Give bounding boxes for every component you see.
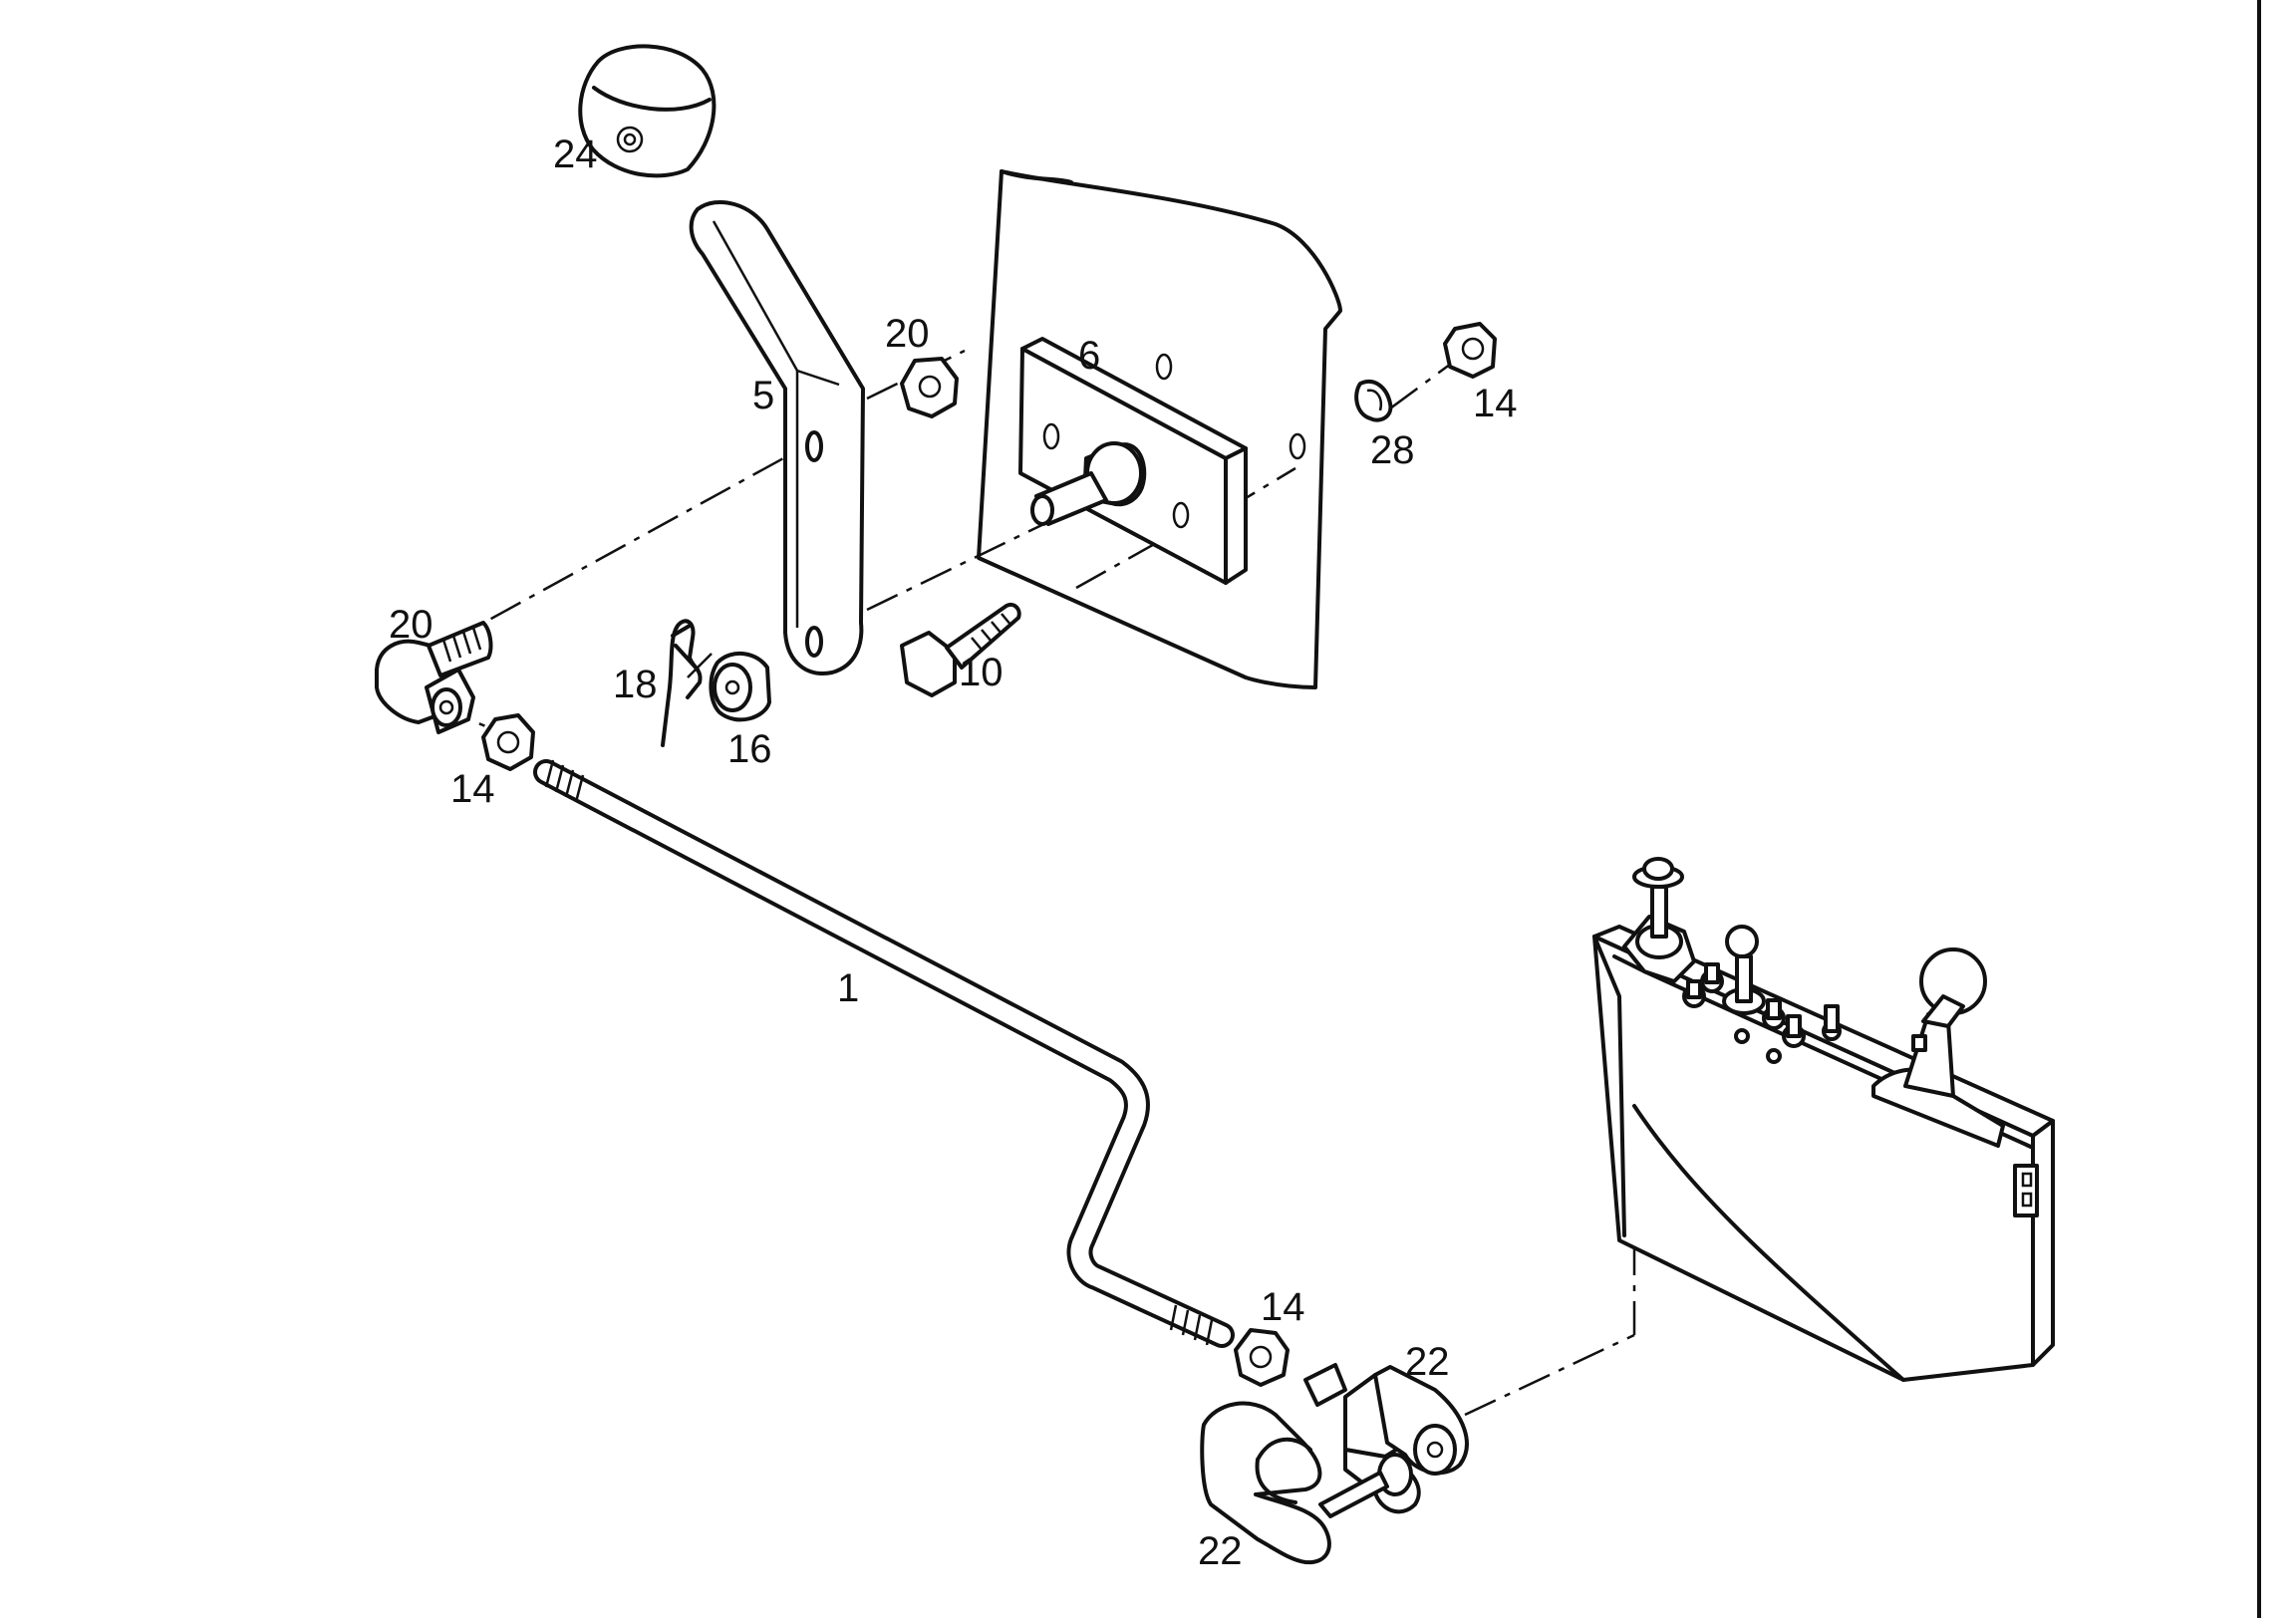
callout-rod: 1 — [837, 966, 859, 1010]
knob-part — [578, 44, 717, 178]
callout-clevis-upper: 22 — [1405, 1340, 1450, 1384]
callout-nut-left: 14 — [450, 767, 495, 811]
washer-part — [1354, 380, 1393, 422]
callout-bolt: 10 — [959, 651, 1004, 694]
lever-part — [689, 199, 865, 675]
plate-part — [1018, 337, 1248, 585]
mounting-panel — [977, 169, 1342, 689]
callout-plate: 6 — [1078, 334, 1100, 378]
bolt-part — [900, 603, 1021, 697]
callout-ball-joint: 20 — [389, 603, 433, 647]
callout-nut-lower: 14 — [1261, 1285, 1305, 1329]
callout-nut-top-right: 14 — [1473, 382, 1518, 425]
callout-knob: 24 — [553, 133, 598, 176]
nut-part — [481, 713, 535, 771]
control-box-part — [1592, 857, 2055, 1382]
nut-part — [900, 357, 959, 418]
clevis-part — [1200, 1401, 1331, 1565]
nut-part — [1443, 322, 1497, 379]
clevis-part — [1303, 1363, 1469, 1518]
bushing-part — [709, 651, 771, 722]
nut-part — [1234, 1328, 1290, 1387]
callout-labels: 1 5 6 10 14 14 14 16 18 20 20 22 22 24 2… — [389, 133, 1518, 1573]
callout-lever: 5 — [752, 374, 774, 417]
callout-nut-top: 20 — [885, 312, 930, 356]
callout-clevis-lower: 22 — [1198, 1529, 1243, 1573]
rod-part — [533, 759, 1235, 1348]
callout-washer: 28 — [1370, 428, 1415, 472]
callout-bushing: 16 — [727, 727, 772, 771]
callout-cotter-pin: 18 — [613, 663, 658, 706]
cotter-pin-part — [661, 619, 703, 747]
ball-joint-part — [375, 621, 493, 734]
